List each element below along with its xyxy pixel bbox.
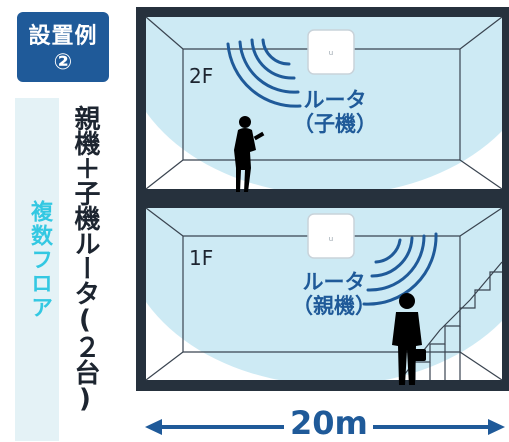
distance-label: 20m <box>290 404 368 442</box>
example-badge: 設置例 ② <box>17 12 109 82</box>
main-vertical-label: 親機＋子機ルータ(２台) <box>70 105 100 413</box>
router-label-2f-line2: （子機） <box>293 112 377 137</box>
badge-title: 設置例 <box>28 24 98 49</box>
badge-number: ② <box>53 50 73 75</box>
router-label-1f: ルータ （親機） <box>284 270 384 318</box>
wifi-waves-1f <box>362 232 438 306</box>
router-label-1f-line2: （親機） <box>292 294 376 319</box>
wifi-waves-2f <box>226 38 302 108</box>
router-label-2f-line1: ルータ <box>303 88 367 112</box>
floor-label-2f: 2F <box>189 64 214 88</box>
router-label-2f: ルータ （子機） <box>285 88 385 136</box>
distance-arrow <box>145 419 505 435</box>
svg-text:u: u <box>329 235 333 243</box>
side-tag: 複数フロア <box>15 98 59 441</box>
person-silhouette-1f <box>392 293 426 385</box>
router-device-2f: u <box>307 29 355 75</box>
person-silhouette-2f <box>234 116 265 192</box>
floor-label-1f: 1F <box>189 246 214 270</box>
side-tag-text: 複数フロア <box>27 200 52 320</box>
router-label-1f-line1: ルータ <box>302 270 366 294</box>
router-device-1f: u <box>307 213 355 259</box>
svg-text:u: u <box>329 49 333 57</box>
